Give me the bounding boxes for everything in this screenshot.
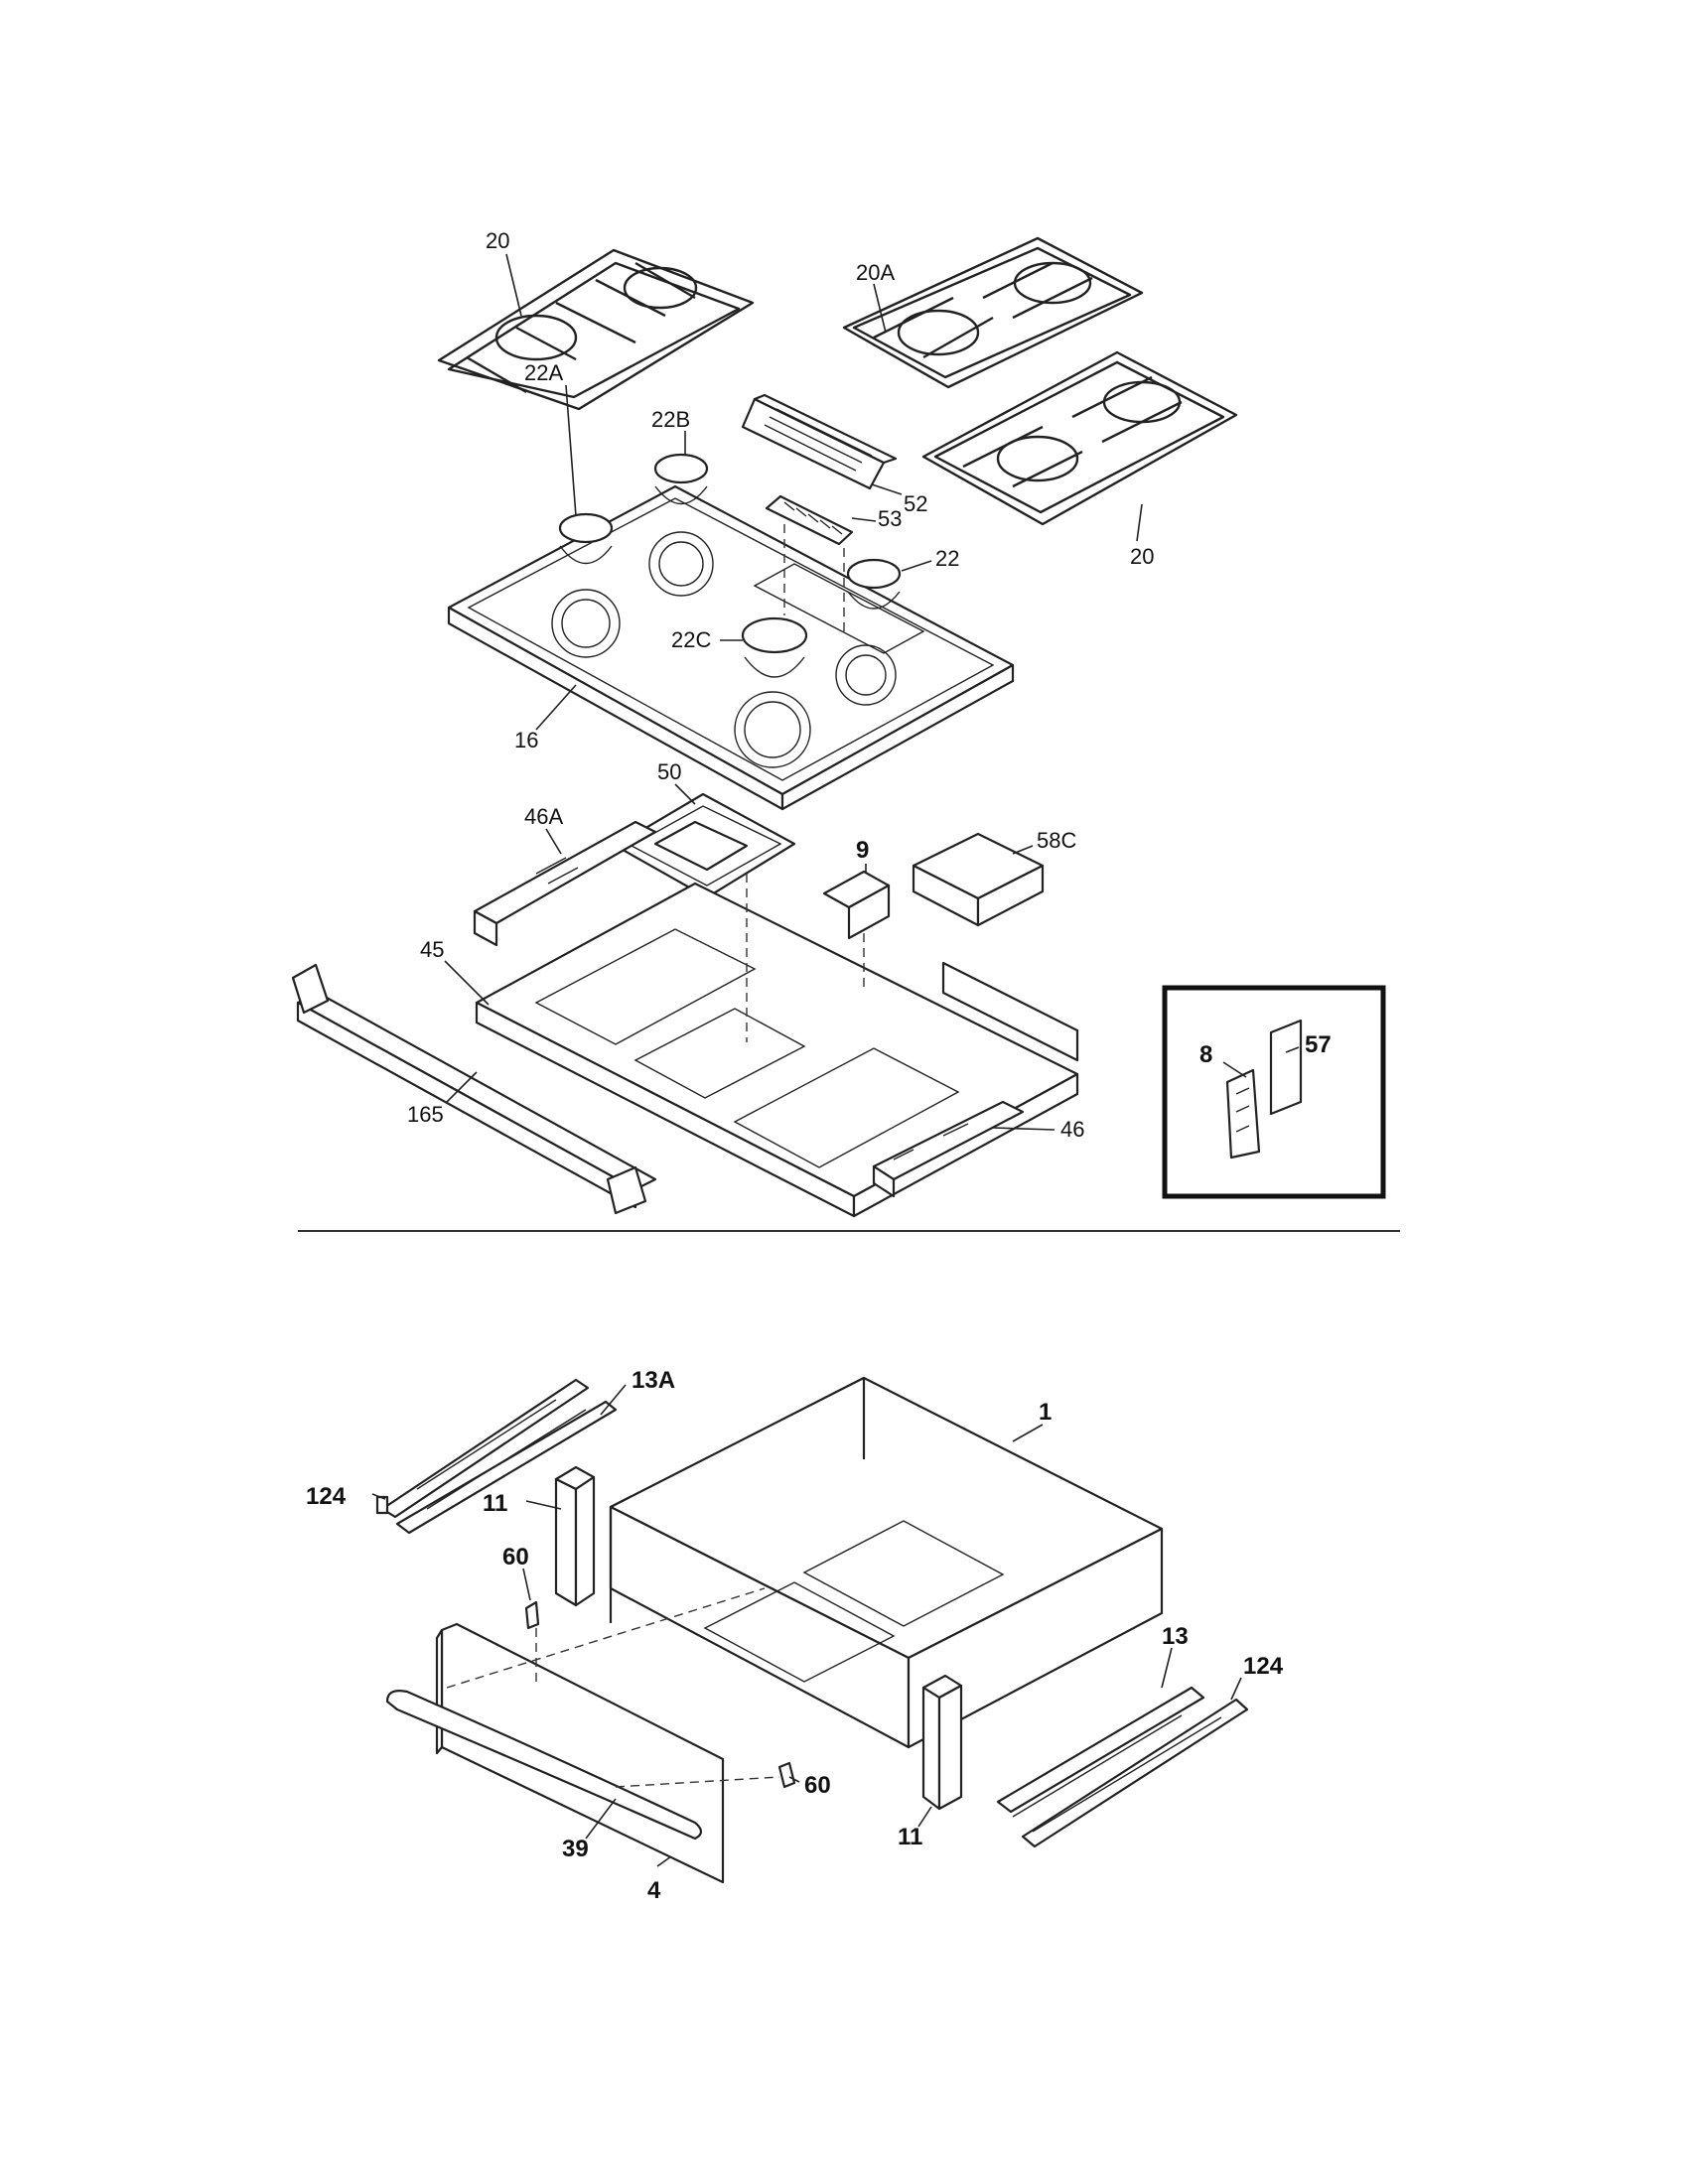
cooktop-assembly <box>291 236 1238 1218</box>
side-bracket-left <box>473 820 657 947</box>
callout-60-upper: 60 <box>502 1544 529 1570</box>
callout-50: 50 <box>657 759 681 784</box>
callout-22B: 22B <box>651 407 690 432</box>
callout-1: 1 <box>1039 1399 1052 1426</box>
callout-165: 165 <box>407 1102 444 1127</box>
callout-46A: 46A <box>524 804 563 829</box>
cooktop <box>447 484 1015 811</box>
drawer-handle <box>385 1690 703 1841</box>
callout-58C: 58C <box>1037 828 1076 853</box>
leader-lines <box>371 253 1300 1867</box>
slide-bracket-right <box>921 1674 963 1811</box>
callout-60-lower: 60 <box>804 1772 831 1799</box>
callout-4: 4 <box>647 1877 661 1904</box>
callout-13A: 13A <box>632 1367 675 1394</box>
callout-53: 53 <box>878 506 902 531</box>
callout-22A: 22A <box>524 360 563 385</box>
vent-trim <box>741 393 898 490</box>
callout-13: 13 <box>1162 1623 1189 1650</box>
burner-base-pan <box>475 882 1079 1218</box>
bracket-9 <box>822 870 891 940</box>
callout-52: 52 <box>904 491 927 516</box>
callout-20-right: 20 <box>1130 544 1154 569</box>
burner-caps <box>558 453 902 678</box>
callout-labels: 20 20A 22B 22A 52 53 22 20 22C 16 50 46A… <box>306 228 1332 1904</box>
callout-39: 39 <box>562 1836 589 1862</box>
callout-124-right: 124 <box>1243 1653 1284 1680</box>
inset-panel <box>1162 985 1386 1199</box>
front-rail <box>291 963 657 1215</box>
callout-9: 9 <box>856 837 869 864</box>
drawer-body <box>609 1376 1164 1749</box>
callout-20A: 20A <box>856 260 895 285</box>
callout-20-left: 20 <box>486 228 509 253</box>
vent-grille <box>765 494 854 546</box>
side-bracket-right <box>872 1100 1025 1198</box>
callout-11-right: 11 <box>898 1824 922 1850</box>
callout-8: 8 <box>1199 1041 1212 1068</box>
callout-57: 57 <box>1305 1031 1332 1058</box>
callout-16: 16 <box>514 728 538 752</box>
screws <box>524 1600 796 1789</box>
grate-right-upper <box>842 236 1144 389</box>
grate-left <box>437 248 755 411</box>
callout-11-left: 11 <box>483 1490 507 1517</box>
callout-46: 46 <box>1060 1117 1084 1142</box>
drawer-assembly <box>375 1376 1249 1884</box>
callout-45: 45 <box>420 937 444 962</box>
callout-22C: 22C <box>671 627 711 652</box>
insulation-box <box>912 832 1045 927</box>
slide-right <box>996 1686 1249 1848</box>
slide-left <box>375 1378 618 1535</box>
callout-124-left: 124 <box>306 1483 347 1510</box>
burner-box-cover <box>614 792 796 899</box>
grate-right-lower <box>921 350 1238 526</box>
callout-22: 22 <box>935 546 959 571</box>
slide-bracket-left <box>554 1465 596 1607</box>
